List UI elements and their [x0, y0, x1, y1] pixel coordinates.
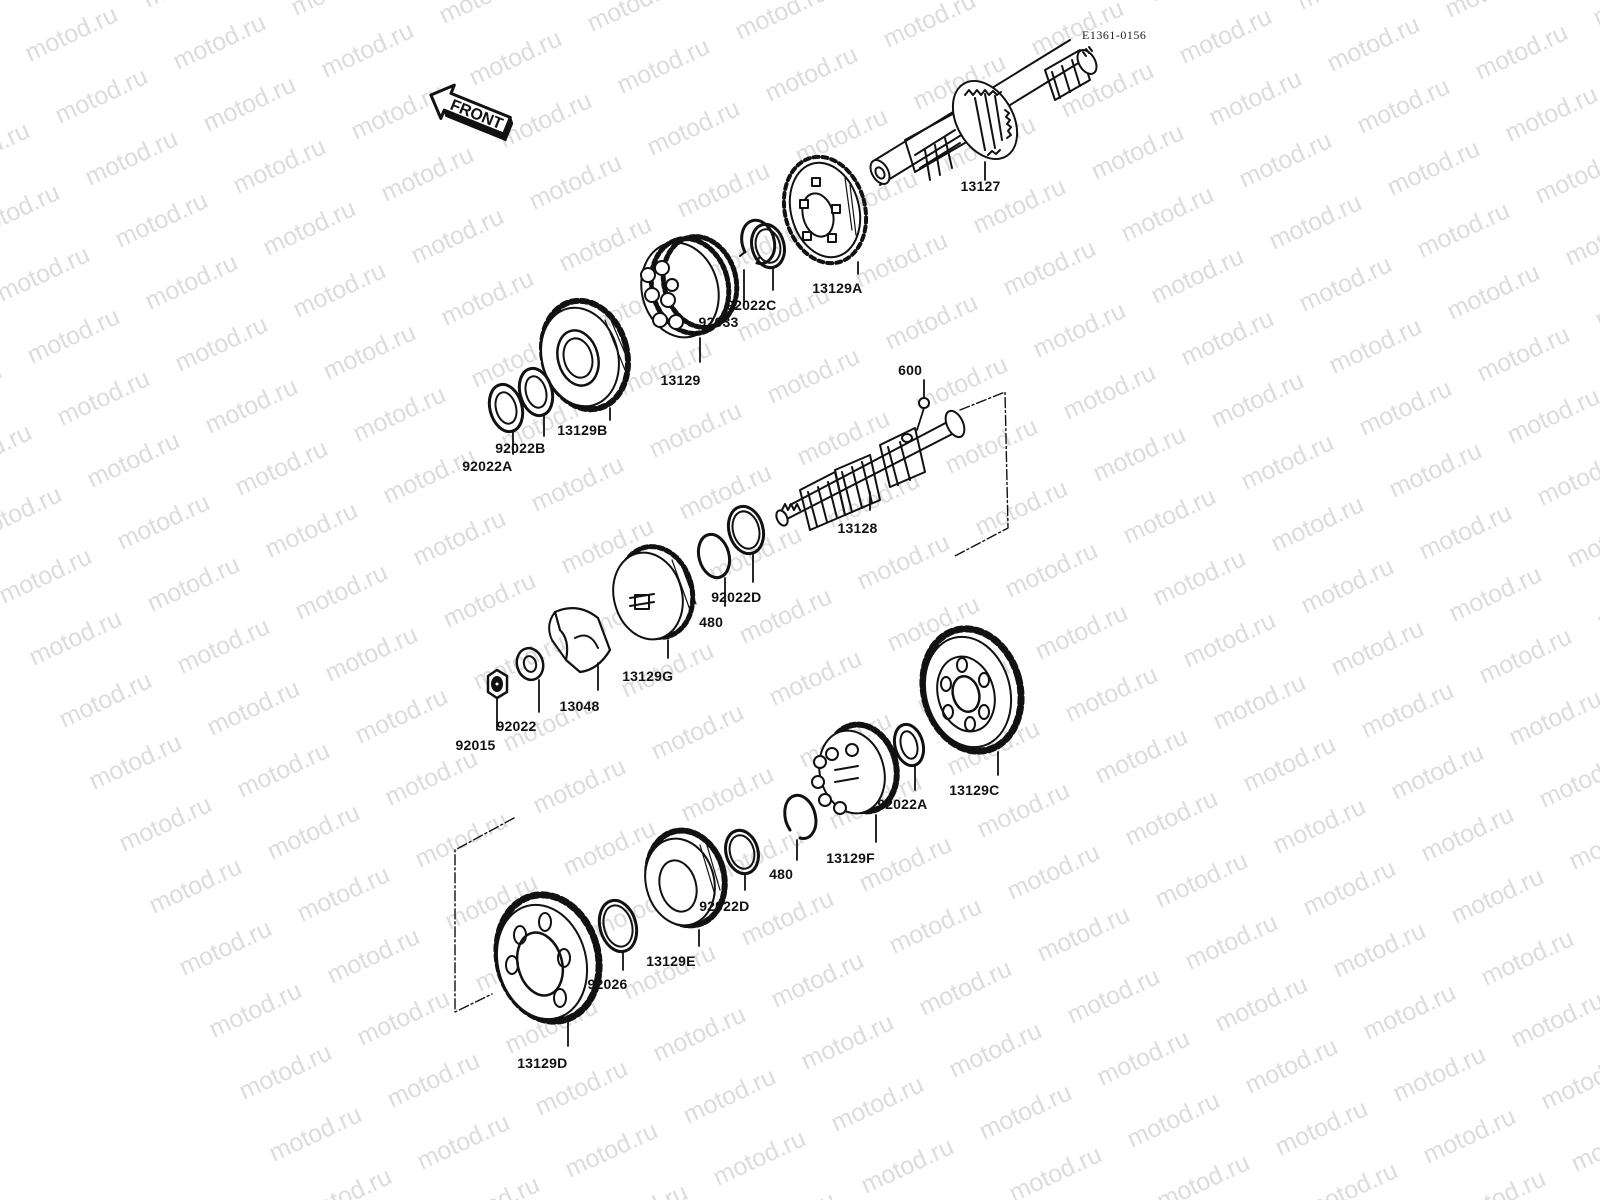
part-label-13128[interactable]: 13128 — [837, 520, 878, 536]
washer-92022D-mid[interactable] — [723, 502, 768, 583]
part-label-92033[interactable]: 92033 — [698, 314, 739, 330]
washer-92022A-top[interactable] — [484, 381, 527, 455]
cam-13048[interactable] — [548, 607, 612, 691]
part-label-92022a[interactable]: 92022A — [877, 796, 928, 812]
part-label-92015[interactable]: 92015 — [455, 737, 496, 753]
part-label-92026[interactable]: 92026 — [587, 976, 628, 992]
gear-13129D[interactable] — [483, 883, 613, 1047]
part-label-92022c[interactable]: 92022C — [726, 297, 777, 313]
part-label-92022d[interactable]: 92022D — [699, 898, 750, 914]
part-label-92022b[interactable]: 92022B — [495, 440, 546, 456]
drawing-reference-code: E1361-0156 — [1082, 28, 1147, 42]
front-arrow-icon: FRONT — [429, 83, 514, 142]
part-label-13127[interactable]: 13127 — [960, 178, 1001, 194]
circlip-480-bottom[interactable] — [783, 793, 818, 861]
part-label-13129c[interactable]: 13129C — [949, 782, 1000, 798]
gear-13129E[interactable] — [636, 822, 735, 947]
part-label-13129b[interactable]: 13129B — [557, 422, 608, 438]
ball-600[interactable] — [916, 379, 930, 431]
part-label-13129a[interactable]: 13129A — [812, 280, 863, 296]
output-shaft-13128[interactable] — [774, 408, 968, 531]
part-label-480[interactable]: 480 — [699, 614, 724, 630]
nut-92015[interactable] — [486, 668, 509, 731]
circlip-92033[interactable] — [739, 218, 777, 306]
gear-13129[interactable] — [631, 228, 747, 363]
washer-92026[interactable] — [594, 896, 642, 971]
part-label-92022d[interactable]: 92022D — [711, 589, 762, 605]
part-label-13129e[interactable]: 13129E — [646, 953, 696, 969]
gear-13129C[interactable] — [910, 618, 1035, 776]
part-label-13129[interactable]: 13129 — [660, 372, 701, 388]
washer-92022B[interactable] — [514, 365, 557, 437]
washer-92022A-bottom[interactable] — [890, 721, 928, 791]
part-label-13048[interactable]: 13048 — [559, 698, 600, 714]
gear-13129G[interactable] — [604, 538, 703, 659]
part-label-480[interactable]: 480 — [769, 866, 794, 882]
washer-92022C[interactable] — [747, 221, 789, 291]
gear-13129A[interactable] — [772, 147, 877, 275]
assembly-bracket-left — [454, 817, 515, 1013]
washer-92022[interactable] — [513, 645, 546, 713]
gear-13129B[interactable] — [530, 291, 640, 421]
part-label-92022a[interactable]: 92022A — [462, 458, 513, 474]
part-label-13129g[interactable]: 13129G — [622, 668, 674, 684]
washer-92022D-bottom[interactable] — [721, 827, 763, 891]
part-label-600[interactable]: 600 — [898, 362, 923, 378]
assembly-bracket-right — [954, 391, 1009, 557]
part-label-13129d[interactable]: 13129D — [517, 1055, 568, 1071]
part-label-92022[interactable]: 92022 — [496, 718, 537, 734]
gear-13129F[interactable] — [810, 717, 906, 843]
part-label-13129f[interactable]: 13129F — [826, 850, 875, 866]
circlip-480-mid[interactable] — [694, 531, 734, 607]
input-shaft-13127[interactable] — [867, 39, 1101, 187]
